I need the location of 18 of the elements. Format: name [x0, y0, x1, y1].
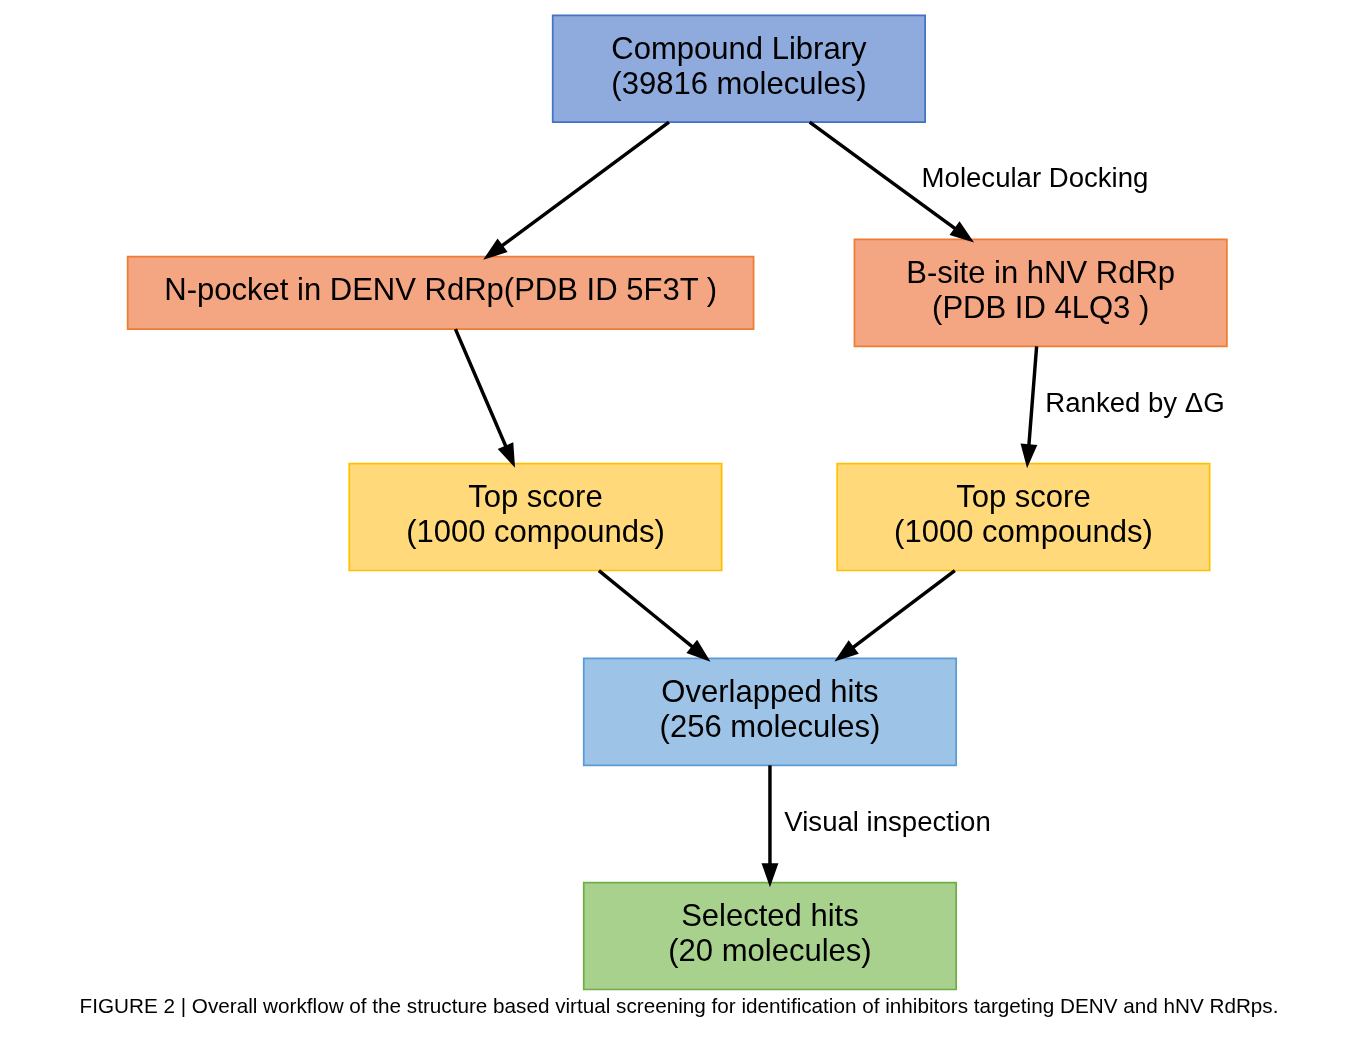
- arrow: [761, 765, 779, 888]
- node-box: N-pocket in DENV RdRp(PDB ID 5F3T ): [126, 255, 755, 330]
- arrow: [834, 569, 956, 662]
- arrow: [1020, 346, 1039, 469]
- edge-label: Ranked by ΔG: [1045, 386, 1225, 418]
- arrow: [453, 328, 516, 468]
- node-box: Top score (1000 compounds): [836, 462, 1211, 572]
- arrow: [808, 120, 975, 243]
- node-box: Overlapped hits (256 molecules): [582, 657, 958, 767]
- arrow: [597, 569, 711, 662]
- edge-label: Molecular Docking: [921, 162, 1149, 194]
- arrow: [483, 120, 670, 260]
- node-box: B-site in hNV RdRp (PDB ID 4LQ3 ): [853, 238, 1228, 348]
- node-box: Selected hits (20 molecules): [582, 881, 958, 991]
- caption: FIGURE 2 | Overall workflow of the structure based virtual screening for identification of inhibitors targeting DENV and hNV RdRps.: [79, 993, 1279, 1017]
- node-box: Compound Library (39816 molecules): [551, 14, 926, 124]
- edge-label: Visual inspection: [784, 805, 991, 837]
- node-box: Top score (1000 compounds): [348, 462, 723, 572]
